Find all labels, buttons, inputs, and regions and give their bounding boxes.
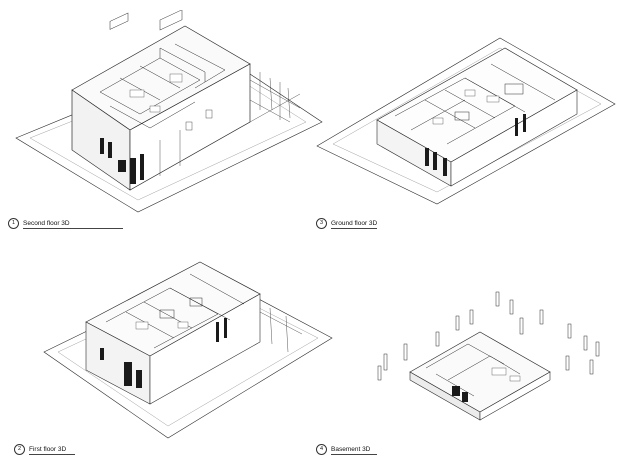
view-title: Ground floor 3D	[331, 220, 378, 229]
view-ground-floor-3d	[315, 34, 635, 224]
ground-floor-axonometric	[316, 37, 616, 205]
view-number: 3	[316, 218, 327, 229]
view-number: 4	[316, 444, 327, 455]
first-floor-axonometric	[43, 261, 333, 439]
caption-view-2: 2 First floor 3D	[14, 444, 75, 455]
view-number: 2	[14, 444, 25, 455]
basement-axonometric	[377, 291, 600, 421]
second-floor-axonometric	[15, 10, 323, 213]
facade-openings	[100, 318, 227, 388]
interior-walls	[105, 273, 245, 349]
view-first-floor-3d	[40, 252, 340, 447]
caption-view-4: 4 Basement 3D	[316, 444, 377, 455]
view-title: First floor 3D	[29, 446, 75, 455]
facade-openings	[425, 114, 526, 176]
piles	[377, 291, 600, 381]
interior-walls	[394, 63, 556, 145]
facade-openings	[100, 138, 144, 184]
view-second-floor-3d	[10, 10, 330, 215]
caption-view-3: 3 Ground floor 3D	[316, 218, 378, 229]
interior-walls	[99, 10, 226, 129]
view-number: 1	[8, 218, 19, 229]
basement-slab	[409, 331, 551, 413]
caption-view-1: 1 Second floor 3D	[8, 218, 123, 229]
view-title: Basement 3D	[331, 446, 377, 455]
view-title: Second floor 3D	[23, 220, 123, 229]
stair-core	[452, 386, 468, 402]
view-basement-3d	[370, 288, 620, 428]
